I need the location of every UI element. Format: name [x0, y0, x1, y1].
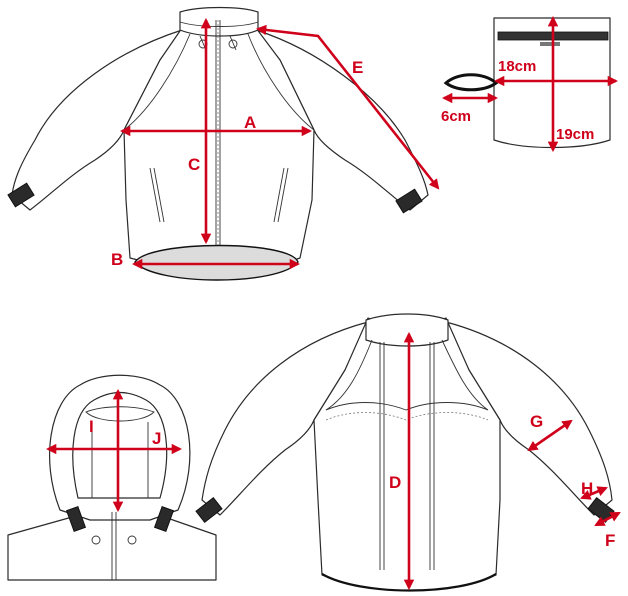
front-left-cuff	[7, 182, 35, 208]
label-h: H	[581, 479, 594, 498]
label-d: D	[389, 473, 402, 492]
label-g: G	[530, 412, 544, 431]
back-collar	[365, 313, 449, 347]
label-f: F	[605, 531, 616, 550]
back-left-sleeve	[201, 321, 369, 516]
label-i: I	[89, 417, 94, 436]
label-pocket-opening: 6cm	[441, 108, 472, 125]
front-jacket	[7, 6, 429, 281]
label-pocket-width: 18cm	[498, 58, 537, 75]
label-c: C	[188, 155, 201, 174]
label-b: B	[111, 250, 124, 269]
hood-view	[7, 374, 217, 581]
label-e: E	[352, 58, 364, 77]
back-left-cuff	[195, 497, 223, 523]
label-j: J	[152, 429, 162, 448]
label-a: A	[244, 113, 257, 132]
back-jacket	[195, 313, 615, 592]
pocket-opening-ellipse	[443, 73, 499, 92]
front-right-cuff	[395, 188, 423, 214]
label-pocket-height: 19cm	[556, 126, 595, 143]
back-right-sleeve	[445, 321, 613, 516]
front-collar	[179, 6, 259, 37]
